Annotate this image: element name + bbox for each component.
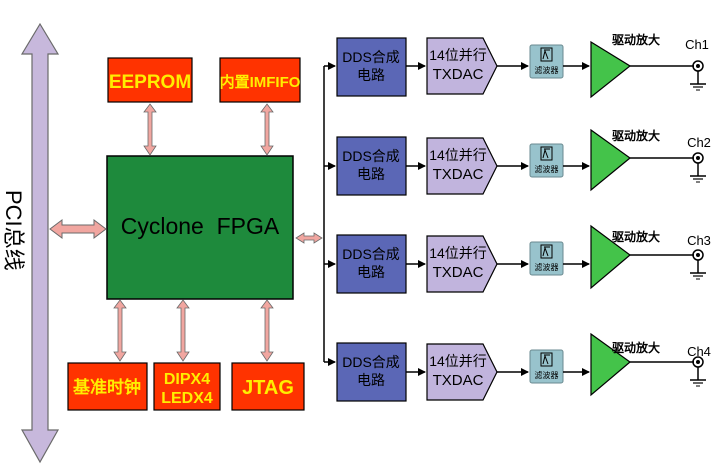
amp-triangle [590,224,631,290]
dac-label-line2: TXDAC [433,372,484,389]
output-label: Ch1 [685,37,709,52]
dac-block [426,137,498,195]
amp-triangle [590,40,632,99]
fpga-label: Cyclone FPGA [121,213,280,239]
output-label: Ch4 [687,344,711,359]
amp-triangle [590,128,631,192]
dds-block [336,37,407,97]
dds-block [336,234,407,294]
eeprom-fpga-link [143,103,157,156]
dds-label-line1: DDS合成 [342,148,400,164]
dds-label-line1: DDS合成 [342,246,400,262]
amp-label: 驱动放大 [612,229,660,244]
dac-label-line2: TXDAC [433,264,484,281]
dac-label-line1: 14位并行 [429,353,487,369]
dds-label-line1: DDS合成 [342,354,400,370]
dds-block [336,136,407,196]
dip-label-line1: DIPX4 [164,371,210,388]
filter-label: 滤波器 [535,262,559,272]
dac-label-line1: 14位并行 [429,245,487,261]
clock-block [67,362,148,411]
dac-label-line1: 14位并行 [429,147,487,163]
fpga-dds-link [295,232,323,244]
jtag-label: JTAG [242,377,294,399]
fifo-fpga-link [260,103,274,156]
dds-label-line1: DDS合成 [342,49,400,65]
dac-label-line2: TXDAC [433,166,484,183]
dac-label-line2: TXDAC [433,66,484,83]
channel-row-4: DDS合成 电路 14位并行 TXDAC 滤波器 驱动放大 Ch4 [324,332,711,402]
clock-label: 基准时钟 [72,377,141,397]
output-connector-icon [690,249,706,280]
dds-block [336,342,407,402]
dip-label-line2: LEDX4 [161,390,213,407]
fifo-block [219,57,301,103]
dds-label-line2: 电路 [357,372,385,388]
fpga-clock-link [113,299,127,362]
dac-block [426,343,498,401]
channel-row-1: DDS合成 电路 14位并行 TXDAC 滤波器 驱动放大 Ch1 [324,32,709,99]
fpga-block [106,155,294,300]
filter-icon [540,47,553,62]
jtag-block [231,362,305,411]
filter-icon [540,244,553,259]
dds-label-line2: 电路 [357,264,385,280]
dds-label-line2: 电路 [357,67,385,83]
channel-row-3: DDS合成 电路 14位并行 TXDAC 滤波器 驱动放大 Ch3 [324,224,711,294]
amp-label: 驱动放大 [612,32,660,47]
fpga-jtag-link [260,299,274,362]
dac-block [426,37,498,95]
dds-label-line2: 电路 [357,166,385,182]
eeprom-label: EEPROM [109,72,191,93]
output-connector-icon [690,60,706,91]
output-connector-icon [690,152,706,183]
eeprom-block [107,57,193,103]
dac-label-line1: 14位并行 [429,47,487,63]
output-label: Ch2 [687,135,711,150]
fpga-dip-link [176,299,190,362]
pci-bus-arrow [20,22,60,464]
filter-label: 滤波器 [535,65,559,75]
fifo-label: 内置IMFIFO [220,73,301,91]
filter-icon [540,146,553,161]
amp-label: 驱动放大 [612,340,660,355]
bus-fpga-link [49,219,107,239]
amp-label: 驱动放大 [612,128,660,143]
dac-block [426,235,498,293]
channel-row-2: DDS合成 电路 14位并行 TXDAC 滤波器 驱动放大 Ch2 [324,128,711,196]
amp-triangle [590,332,631,397]
dip-block [153,362,221,411]
filter-icon [540,352,553,367]
output-connector-icon [690,356,706,387]
filter-label: 滤波器 [535,370,559,380]
pci-bus-label: PCI总线 [1,190,26,271]
output-label: Ch3 [687,233,711,248]
filter-label: 滤波器 [535,164,559,174]
